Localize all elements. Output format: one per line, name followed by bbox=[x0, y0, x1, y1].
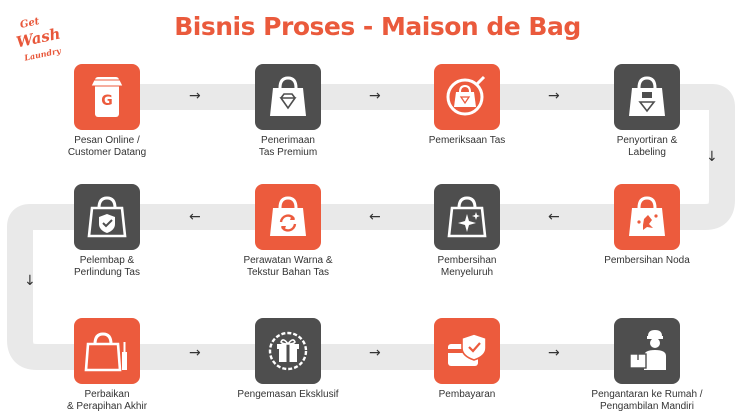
step-pembayaran: Pembayaran bbox=[392, 318, 542, 401]
step-label: Perawatan Warna & Tekstur Bahan Tas bbox=[243, 255, 333, 278]
bag-sparkle-icon bbox=[434, 184, 500, 250]
bag-stain-icon bbox=[614, 184, 680, 250]
arrow-right: → bbox=[189, 88, 201, 104]
bag-diamond-icon bbox=[255, 64, 321, 130]
arrow-right: → bbox=[548, 345, 560, 361]
step-pembersihan-menyeluruh: Pembersihan Menyeluruh bbox=[392, 184, 542, 279]
step-label: Penyortiran & Labeling bbox=[616, 135, 678, 158]
step-label: Pesan Online / Customer Datang bbox=[67, 135, 147, 158]
bag-repair-icon bbox=[74, 318, 140, 384]
brand-logo: Get Wash Laundry bbox=[14, 16, 63, 63]
step-pengemasan: Pengemasan Eksklusif bbox=[213, 318, 363, 401]
step-label: Perbaikan & Perapihan Akhir bbox=[66, 389, 148, 412]
step-pembersihan-noda: Pembersihan Noda bbox=[572, 184, 722, 267]
step-pemeriksaan: Pemeriksaan Tas bbox=[392, 64, 542, 147]
step-label: Pengantaran ke Rumah / Pengambilan Mandi… bbox=[591, 389, 703, 412]
gift-box-icon bbox=[255, 318, 321, 384]
step-label: Pembersihan Menyeluruh bbox=[437, 255, 497, 278]
bag-label-icon bbox=[614, 64, 680, 130]
page-title: Bisnis Proses - Maison de Bag bbox=[174, 12, 581, 41]
step-label: Pembayaran bbox=[438, 389, 496, 400]
delivery-courier-icon bbox=[614, 318, 680, 384]
step-perawatan-warna: Perawatan Warna & Tekstur Bahan Tas bbox=[213, 184, 363, 279]
payment-card-icon bbox=[434, 318, 500, 384]
step-label: Pemeriksaan Tas bbox=[428, 135, 506, 146]
arrow-down: ↓ bbox=[706, 149, 718, 165]
arrow-right: → bbox=[369, 345, 381, 361]
bag-inspect-icon bbox=[434, 64, 500, 130]
step-label: Pelembap & Perlindung Tas bbox=[74, 255, 140, 278]
step-label: Penerimaan Tas Premium bbox=[258, 135, 318, 158]
arrow-right: → bbox=[548, 88, 560, 104]
phone-order-icon: G bbox=[74, 64, 140, 130]
step-perbaikan: Perbaikan & Perapihan Akhir bbox=[32, 318, 182, 413]
step-pengantaran: Pengantaran ke Rumah / Pengambilan Mandi… bbox=[572, 318, 722, 413]
arrow-down: ↓ bbox=[24, 273, 36, 289]
arrow-left: ← bbox=[548, 209, 560, 225]
arrow-right: → bbox=[369, 88, 381, 104]
step-penerimaan: Penerimaan Tas Premium bbox=[213, 64, 363, 159]
bag-shield-icon bbox=[74, 184, 140, 250]
arrow-left: ← bbox=[189, 209, 201, 225]
step-label: Pembersihan Noda bbox=[604, 255, 690, 266]
step-label: Pengemasan Eksklusif bbox=[237, 389, 339, 400]
bag-refresh-icon bbox=[255, 184, 321, 250]
step-penyortiran: Penyortiran & Labeling bbox=[572, 64, 722, 159]
step-pesan-online: G Pesan Online / Customer Datang bbox=[32, 64, 182, 159]
svg-text:G: G bbox=[101, 93, 113, 109]
step-pelembap: Pelembap & Perlindung Tas bbox=[32, 184, 182, 279]
arrow-right: → bbox=[189, 345, 201, 361]
arrow-left: ← bbox=[369, 209, 381, 225]
